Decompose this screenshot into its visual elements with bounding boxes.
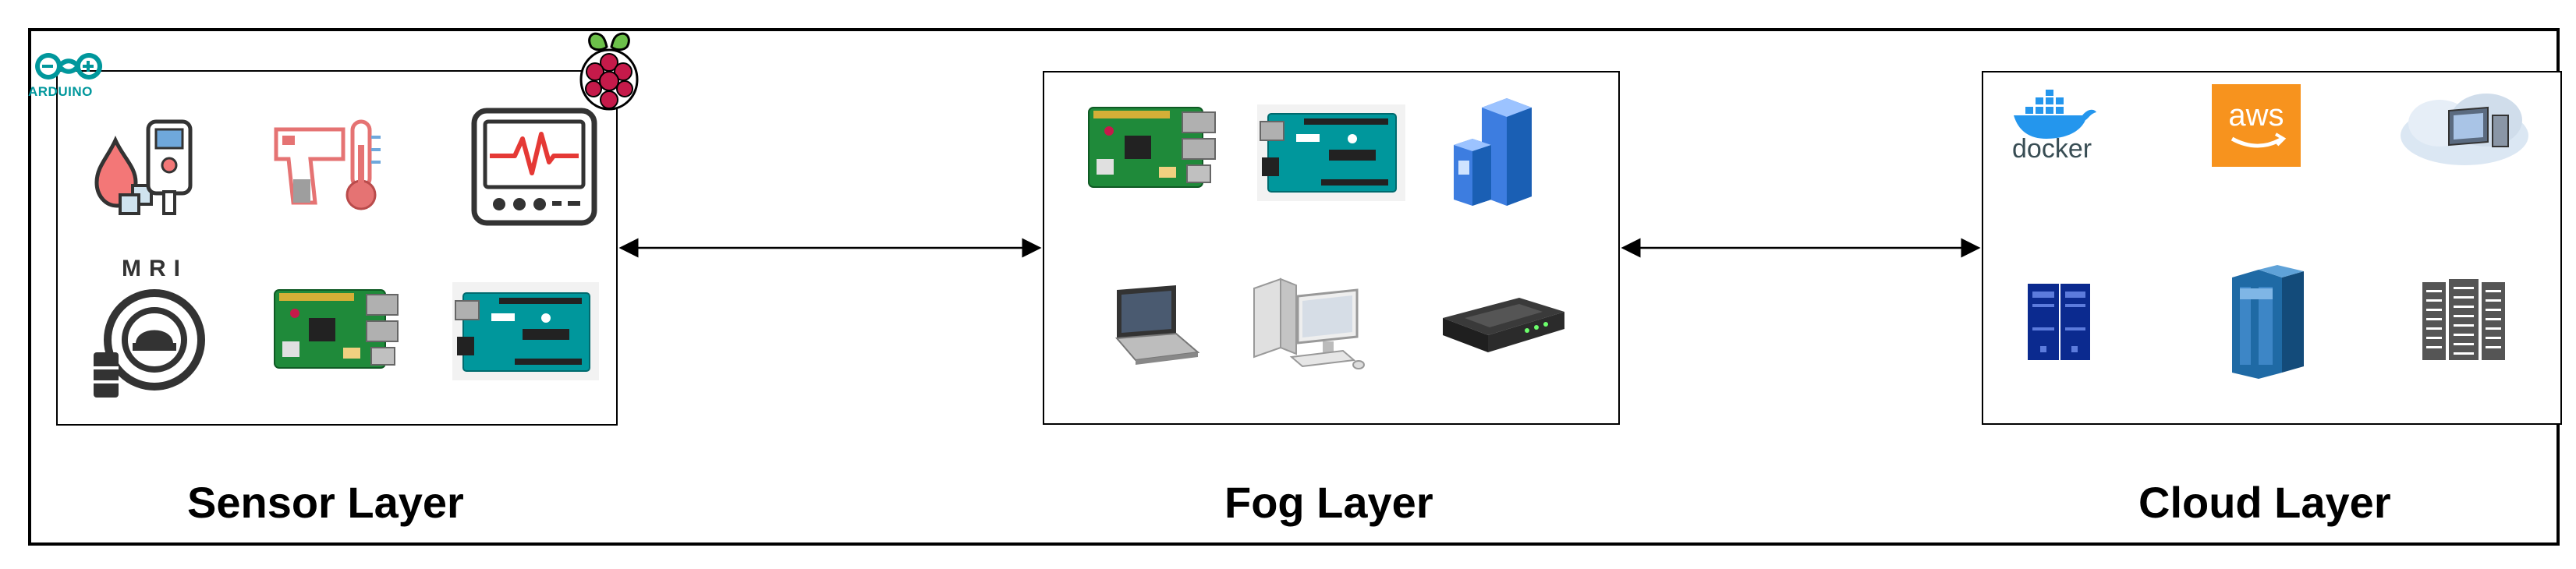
raspberry-pi-board-icon [1087, 104, 1217, 190]
aws-logo-icon: aws [2212, 84, 2301, 167]
docker-logo-icon: docker [2007, 89, 2098, 167]
thermometer-gun-icon [271, 114, 388, 218]
raspberry-pi-logo-icon [576, 28, 643, 112]
arduino-logo-icon: ARDUINO [28, 48, 109, 103]
arduino-logo-text: ARDUINO [28, 84, 93, 99]
datacenter-server-icon [2227, 263, 2308, 379]
heart-monitor-icon [471, 108, 597, 226]
blue-server-icon [1451, 97, 1544, 209]
arduino-board-icon [1257, 104, 1405, 201]
raspberry-pi-board-icon [273, 287, 399, 371]
mri-label: MRI [122, 256, 188, 281]
laptop-icon [1101, 282, 1199, 368]
server-rack-icon [2023, 281, 2093, 363]
building-server-icon [2419, 277, 2510, 363]
router-icon [1433, 292, 1566, 362]
docker-logo-text: docker [2012, 134, 2092, 164]
arduino-board-icon [452, 282, 599, 380]
cloud-layer-label: Cloud Layer [2138, 478, 2391, 527]
mri-scanner-icon: MRI [89, 256, 214, 401]
cloud-computer-icon [2394, 87, 2535, 173]
aws-logo-text: aws [2228, 98, 2284, 133]
desktop-computer-icon [1249, 273, 1366, 373]
sensor-layer-label: Sensor Layer [187, 478, 464, 527]
fog-layer-label: Fog Layer [1224, 478, 1433, 527]
glucose-meter-icon [86, 117, 203, 218]
